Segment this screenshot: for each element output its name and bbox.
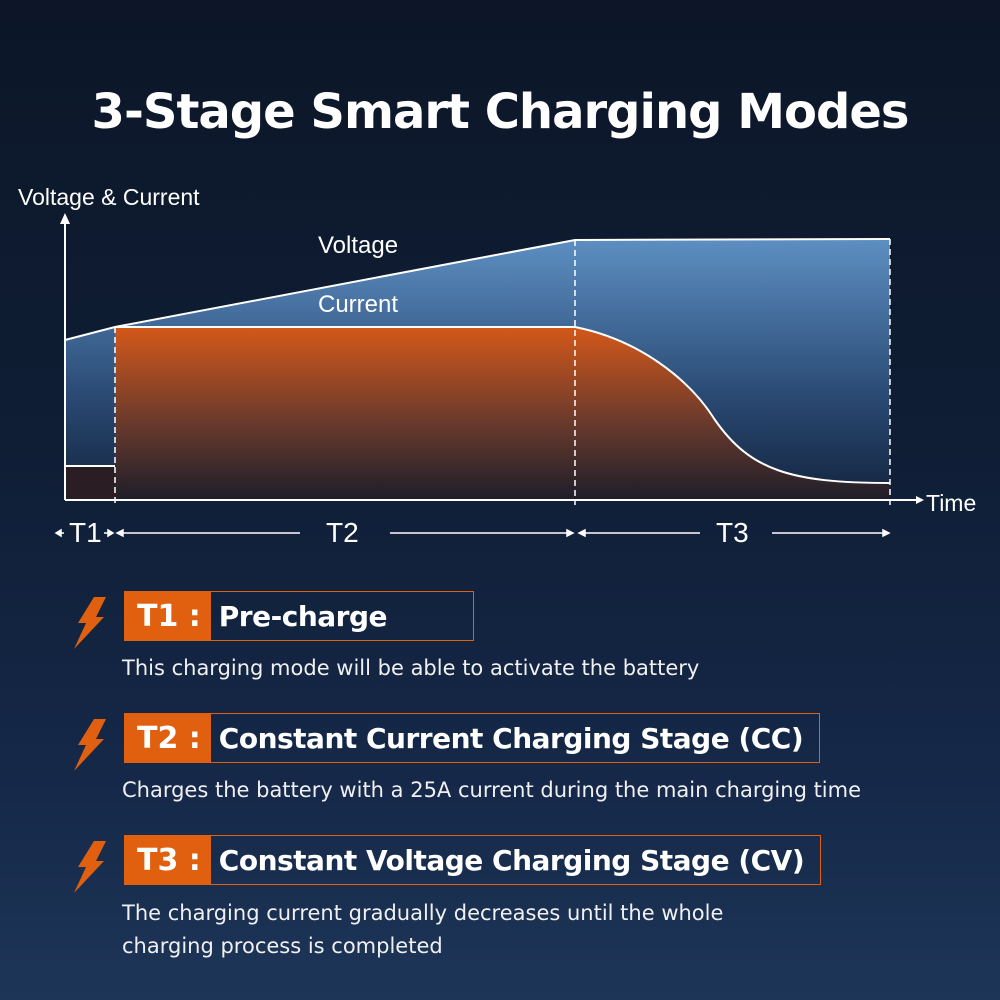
stage-description: This charging mode will be able to activ…	[122, 656, 700, 680]
stage-heading: T1 : Pre-charge	[124, 591, 474, 641]
current-area	[115, 327, 890, 500]
stage-name: Constant Current Charging Stage (CC)	[218, 721, 804, 755]
period-t2: T2	[326, 517, 359, 548]
current-label: Current	[318, 291, 399, 318]
lightning-bolt-icon	[74, 597, 106, 649]
stage-name: Constant Voltage Charging Stage (CV)	[218, 843, 805, 877]
stage-t3: T3 : Constant Voltage Charging Stage (CV…	[70, 835, 970, 975]
x-axis-arrow-icon	[916, 496, 924, 504]
lightning-bolt-icon	[74, 719, 106, 771]
stage-t1: T1 : Pre-charge This charging mode will …	[70, 591, 970, 711]
period-t3: T3	[716, 517, 749, 548]
period-t1: T1	[69, 517, 102, 548]
stage-dividers	[114, 239, 891, 505]
lightning-bolt-icon	[74, 841, 106, 893]
stage-description-line-1: The charging current gradually decreases…	[122, 901, 724, 925]
stage-code: T2 :	[125, 714, 211, 762]
y-axis-arrow-icon	[60, 213, 70, 224]
current-area-t1	[65, 466, 115, 500]
current-line	[65, 326, 891, 484]
stage-code: T1 :	[125, 592, 211, 640]
stage-code: T3 :	[125, 836, 211, 884]
stage-name: Pre-charge	[218, 599, 388, 633]
page-title: 3-Stage Smart Charging Modes	[91, 84, 910, 140]
stage-heading: T3 : Constant Voltage Charging Stage (CV…	[124, 835, 822, 885]
period-arrows	[54, 528, 891, 538]
charging-curve-diagram	[54, 213, 924, 538]
y-axis-label: Voltage & Current	[18, 184, 200, 210]
x-axis-label: Time	[926, 490, 977, 516]
voltage-line	[64, 238, 891, 341]
voltage-label: Voltage	[318, 232, 399, 259]
stage-heading: T2 : Constant Current Charging Stage (CC…	[124, 713, 821, 763]
stage-t2: T2 : Constant Current Charging Stage (CC…	[70, 713, 970, 833]
stage-description: Charges the battery with a 25A current d…	[122, 778, 862, 802]
stage-description-line-2: charging process is completed	[122, 934, 443, 958]
